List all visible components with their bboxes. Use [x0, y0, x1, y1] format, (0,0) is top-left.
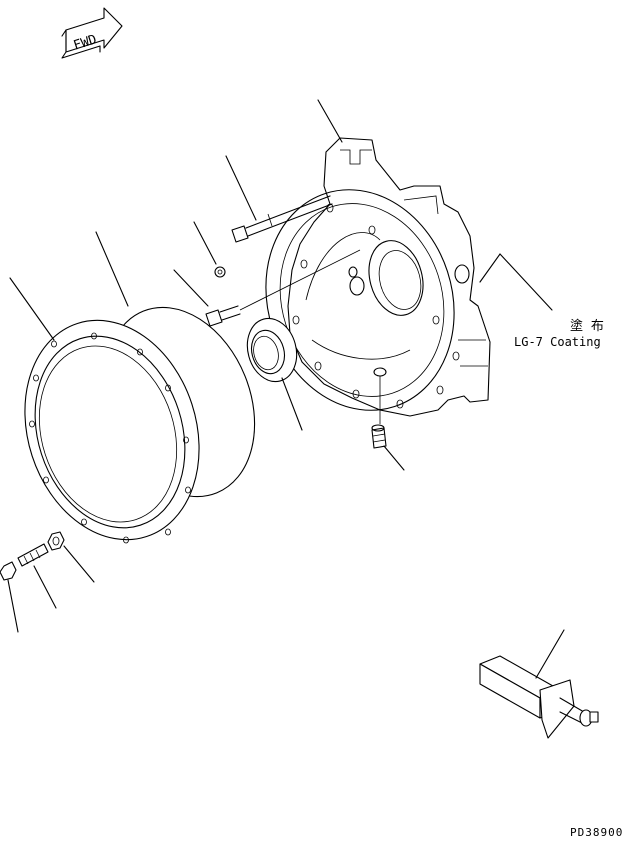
- spacer-ring: [24, 319, 200, 544]
- coating-en-label: LG-7 Coating: [514, 335, 601, 349]
- leader-stud: [33, 565, 57, 609]
- leader-coating: [479, 253, 501, 283]
- short-bolt: [205, 249, 361, 327]
- nut: [47, 531, 65, 551]
- coating-jp-label: 塗 布: [570, 318, 604, 334]
- fwd-label: FWD: [72, 32, 99, 54]
- leader-long-bolt: [225, 155, 257, 221]
- oil-seal: [246, 317, 298, 383]
- stud: [17, 543, 49, 567]
- leader-short-bolt: [173, 269, 209, 307]
- long-bolt: [231, 195, 333, 243]
- leader-o-ring: [95, 231, 129, 307]
- leader-oil-seal: [281, 377, 303, 431]
- leader-plug: [383, 445, 405, 471]
- leader-small-nut: [7, 579, 19, 633]
- drawing-number: PD38900: [570, 826, 623, 839]
- small-nut: [0, 561, 17, 581]
- leader-spacer-ring: [9, 277, 55, 341]
- plug: [371, 424, 387, 449]
- leader-housing: [317, 99, 343, 143]
- leader-washer: [193, 221, 217, 265]
- flywheel-housing: [265, 137, 491, 417]
- leader-nut: [63, 545, 95, 583]
- tool: [479, 655, 599, 739]
- washer: [214, 266, 226, 278]
- leader-tool: [535, 629, 565, 679]
- fwd-arrow-icon: FWD: [61, 7, 123, 59]
